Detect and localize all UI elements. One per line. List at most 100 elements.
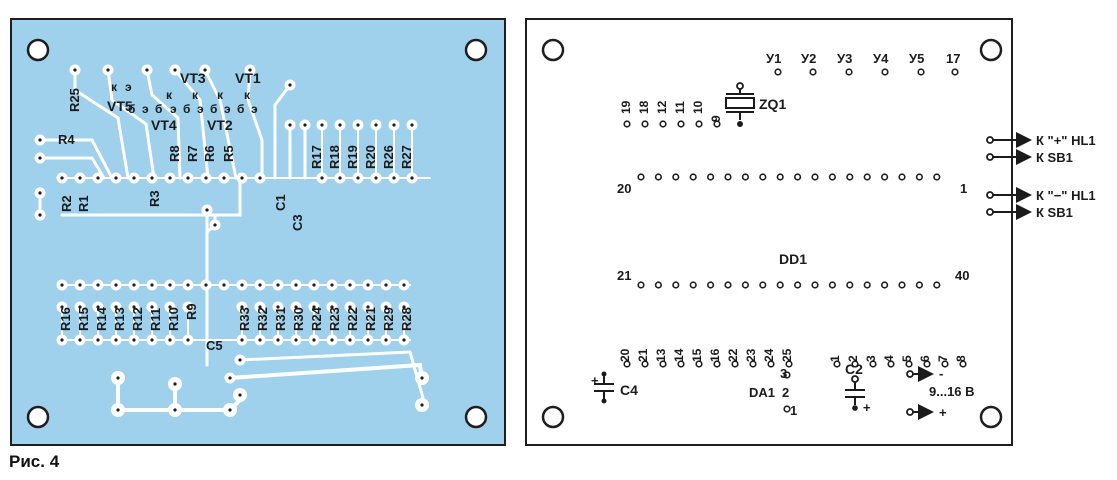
figure-caption: Рис. 4 — [9, 452, 60, 471]
c4-plus-sign: + — [591, 373, 599, 388]
component-hole — [759, 173, 767, 181]
copper-trace — [38, 156, 106, 180]
pad-hole — [114, 176, 118, 180]
pad-hole — [168, 176, 172, 180]
component-hole — [623, 120, 631, 128]
label-zq1: ZQ1 — [759, 96, 786, 112]
pad-hole — [132, 305, 136, 309]
pad-hole — [348, 338, 352, 342]
pin-b: б — [237, 102, 244, 116]
pad-hole — [228, 408, 232, 412]
dd1-pin-20: 20 — [617, 181, 631, 196]
bottom-pin: 22 — [726, 348, 740, 362]
pad-hole — [145, 68, 149, 72]
pad-hole — [78, 338, 82, 342]
pad-hole — [204, 283, 208, 287]
component-hole — [887, 360, 895, 368]
component-hole — [672, 281, 680, 289]
pad-hole — [78, 283, 82, 287]
component-hole — [898, 173, 906, 181]
pad-hole — [366, 305, 370, 309]
pin-b: б — [183, 102, 190, 116]
pin-k: к — [192, 88, 199, 102]
component-hole — [933, 173, 941, 181]
label-r29: R29 — [381, 307, 396, 331]
label-r17: R17 — [309, 145, 324, 169]
bottom-pin: 8 — [954, 355, 968, 362]
pad-hole — [96, 338, 100, 342]
label-vt2: VT2 — [207, 117, 233, 133]
pad-hole — [330, 283, 334, 287]
bottom-pin: 7 — [936, 355, 950, 362]
pad-hole — [240, 338, 244, 342]
component-hole — [845, 68, 853, 76]
pad-hole — [338, 123, 342, 127]
pad-hole — [303, 123, 307, 127]
right-board-outline — [525, 18, 1013, 446]
label-r26: R26 — [381, 145, 396, 169]
component-hole — [706, 281, 715, 289]
copper-trace — [60, 176, 242, 217]
mounting-holes — [26, 38, 488, 429]
bottom-pin: 5 — [900, 355, 914, 362]
da1-pin-2: 2 — [782, 385, 789, 400]
pad-hole — [38, 138, 42, 142]
pad-hole — [294, 338, 298, 342]
label-vt3: VT3 — [180, 70, 206, 86]
pad-hole — [312, 305, 316, 309]
label-r32: R32 — [255, 307, 270, 331]
bottom-pin: 23 — [744, 348, 758, 362]
pad-hole — [132, 283, 136, 287]
bottom-pin: 1 — [828, 355, 842, 362]
label-r21: R21 — [363, 307, 378, 331]
component-hole — [809, 68, 817, 76]
copper-trace — [238, 350, 427, 407]
pin-e: э — [251, 102, 258, 116]
pin-e: э — [224, 102, 231, 116]
power-plus: + — [939, 405, 947, 420]
pad-hole — [258, 176, 262, 180]
component-hole — [713, 360, 721, 368]
pad-hole — [186, 305, 190, 309]
label-c1: C1 — [273, 194, 288, 211]
label-r11: R11 — [148, 308, 163, 331]
pad-hole — [384, 283, 388, 287]
pad-hole — [348, 305, 352, 309]
component-hole — [793, 281, 802, 289]
pad-hole — [320, 123, 324, 127]
copper-pads — [34, 64, 429, 417]
bottom-pin: 14 — [672, 348, 686, 362]
label-r16: R16 — [58, 307, 73, 331]
label-y5: У5 — [909, 51, 924, 66]
pad-hole — [213, 223, 217, 227]
component-hole — [654, 173, 663, 181]
dd1-pin-1: 1 — [960, 181, 967, 196]
c2-plus-sign: + — [863, 400, 871, 415]
pad-hole — [228, 376, 232, 380]
component-hole — [731, 360, 739, 368]
pad-hole — [186, 283, 190, 287]
pad-hole — [96, 283, 100, 287]
pad-hole — [240, 283, 244, 287]
pad-hole — [132, 338, 136, 342]
component-hole — [637, 281, 645, 289]
capacitor-c4-symbol — [594, 376, 614, 399]
label-y3: У3 — [837, 51, 852, 66]
component-hole — [880, 281, 889, 289]
component-hole — [915, 281, 924, 289]
pin-e: э — [125, 80, 132, 94]
component-hole — [851, 360, 859, 368]
pad-hole — [222, 176, 226, 180]
pad-hole — [38, 191, 42, 195]
bottom-pin: 20 — [618, 348, 632, 362]
component-hole — [863, 281, 871, 289]
pad-hole — [168, 305, 172, 309]
component-hole — [785, 360, 793, 368]
component-hole — [695, 360, 703, 368]
label-r12: R12 — [130, 307, 145, 331]
external-connection-arrows — [993, 132, 1032, 220]
pin-b: б — [155, 102, 162, 116]
pad-hole — [276, 338, 280, 342]
component-hole — [915, 173, 924, 181]
label-r22: R22 — [345, 307, 360, 331]
